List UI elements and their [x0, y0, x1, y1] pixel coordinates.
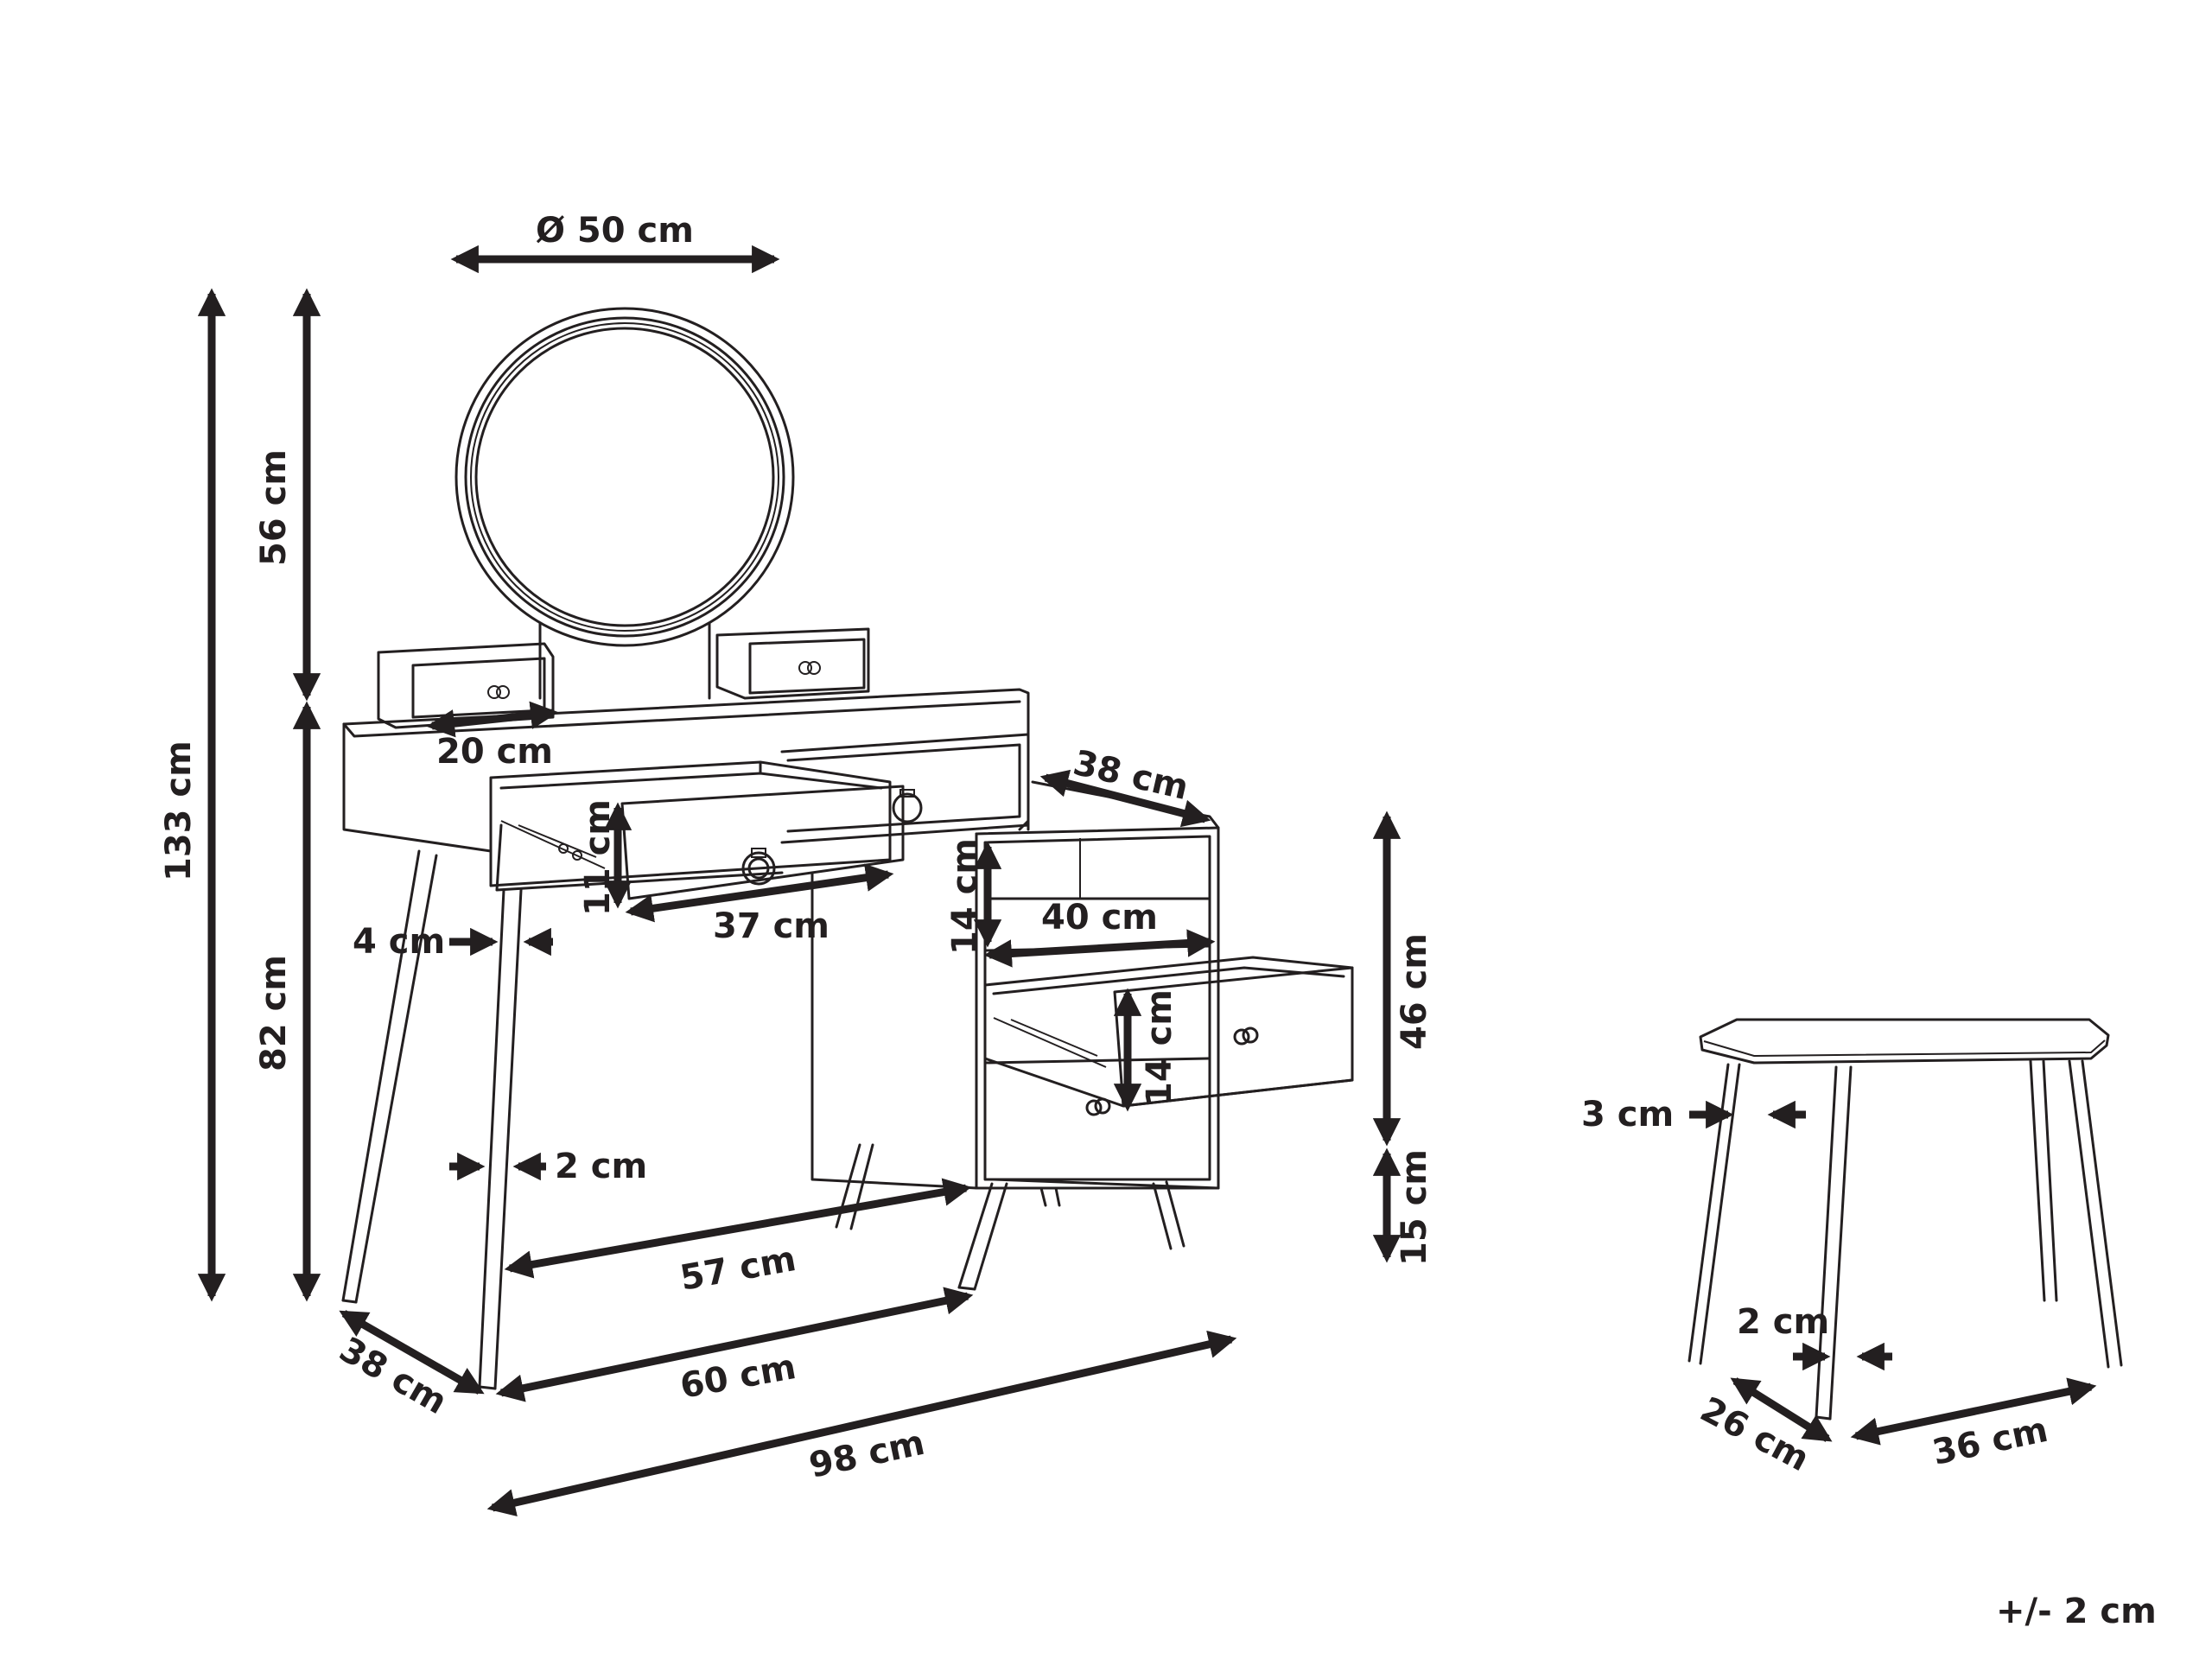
- label-cabinet-shelf-width: 40 cm: [1041, 898, 1158, 938]
- side-cabinet: [810, 780, 1220, 1190]
- label-cabinet-drawer-height: 14 cm: [1140, 989, 1179, 1106]
- label-stool-leg-bottom: 2 cm: [1737, 1302, 1829, 1342]
- dimension-arrows: [197, 245, 2097, 1517]
- table-body: [342, 688, 1030, 892]
- small-drawer-right: [715, 627, 870, 700]
- label-cabinet-shelf-height: 14 cm: [945, 838, 985, 955]
- label-leg-width-bottom: 2 cm: [555, 1147, 647, 1186]
- label-total-height: 133 cm: [159, 741, 199, 881]
- label-mirror-height: 56 cm: [254, 449, 294, 566]
- cabinet-drawer-open: [983, 956, 1354, 1108]
- label-stool-depth: 26 cm: [1694, 1389, 1815, 1479]
- label-stool-leg-top: 3 cm: [1581, 1095, 1674, 1135]
- vanity-table: [341, 307, 1354, 1390]
- label-small-drawer-width: 20 cm: [436, 732, 553, 772]
- label-cabinet-leg-height: 15 cm: [1395, 1149, 1434, 1266]
- label-drawer-height: 11 cm: [578, 799, 618, 916]
- label-table-height: 82 cm: [254, 955, 294, 1071]
- stool: [1688, 1018, 2123, 1421]
- label-mirror-diameter: Ø 50 cm: [536, 211, 694, 251]
- dimension-labels: Ø 50 cm 133 cm 56 cm 82 cm 20 cm 38 cm 1…: [159, 211, 2157, 1631]
- tolerance-note: +/- 2 cm: [1996, 1592, 2157, 1631]
- label-cabinet-height: 46 cm: [1395, 933, 1434, 1050]
- label-leg-width-top: 4 cm: [353, 922, 445, 962]
- cabinet-legs: [835, 1143, 1185, 1291]
- label-inner-width: 57 cm: [677, 1239, 799, 1299]
- round-mirror: [454, 307, 795, 700]
- label-drawer-width: 37 cm: [713, 906, 830, 946]
